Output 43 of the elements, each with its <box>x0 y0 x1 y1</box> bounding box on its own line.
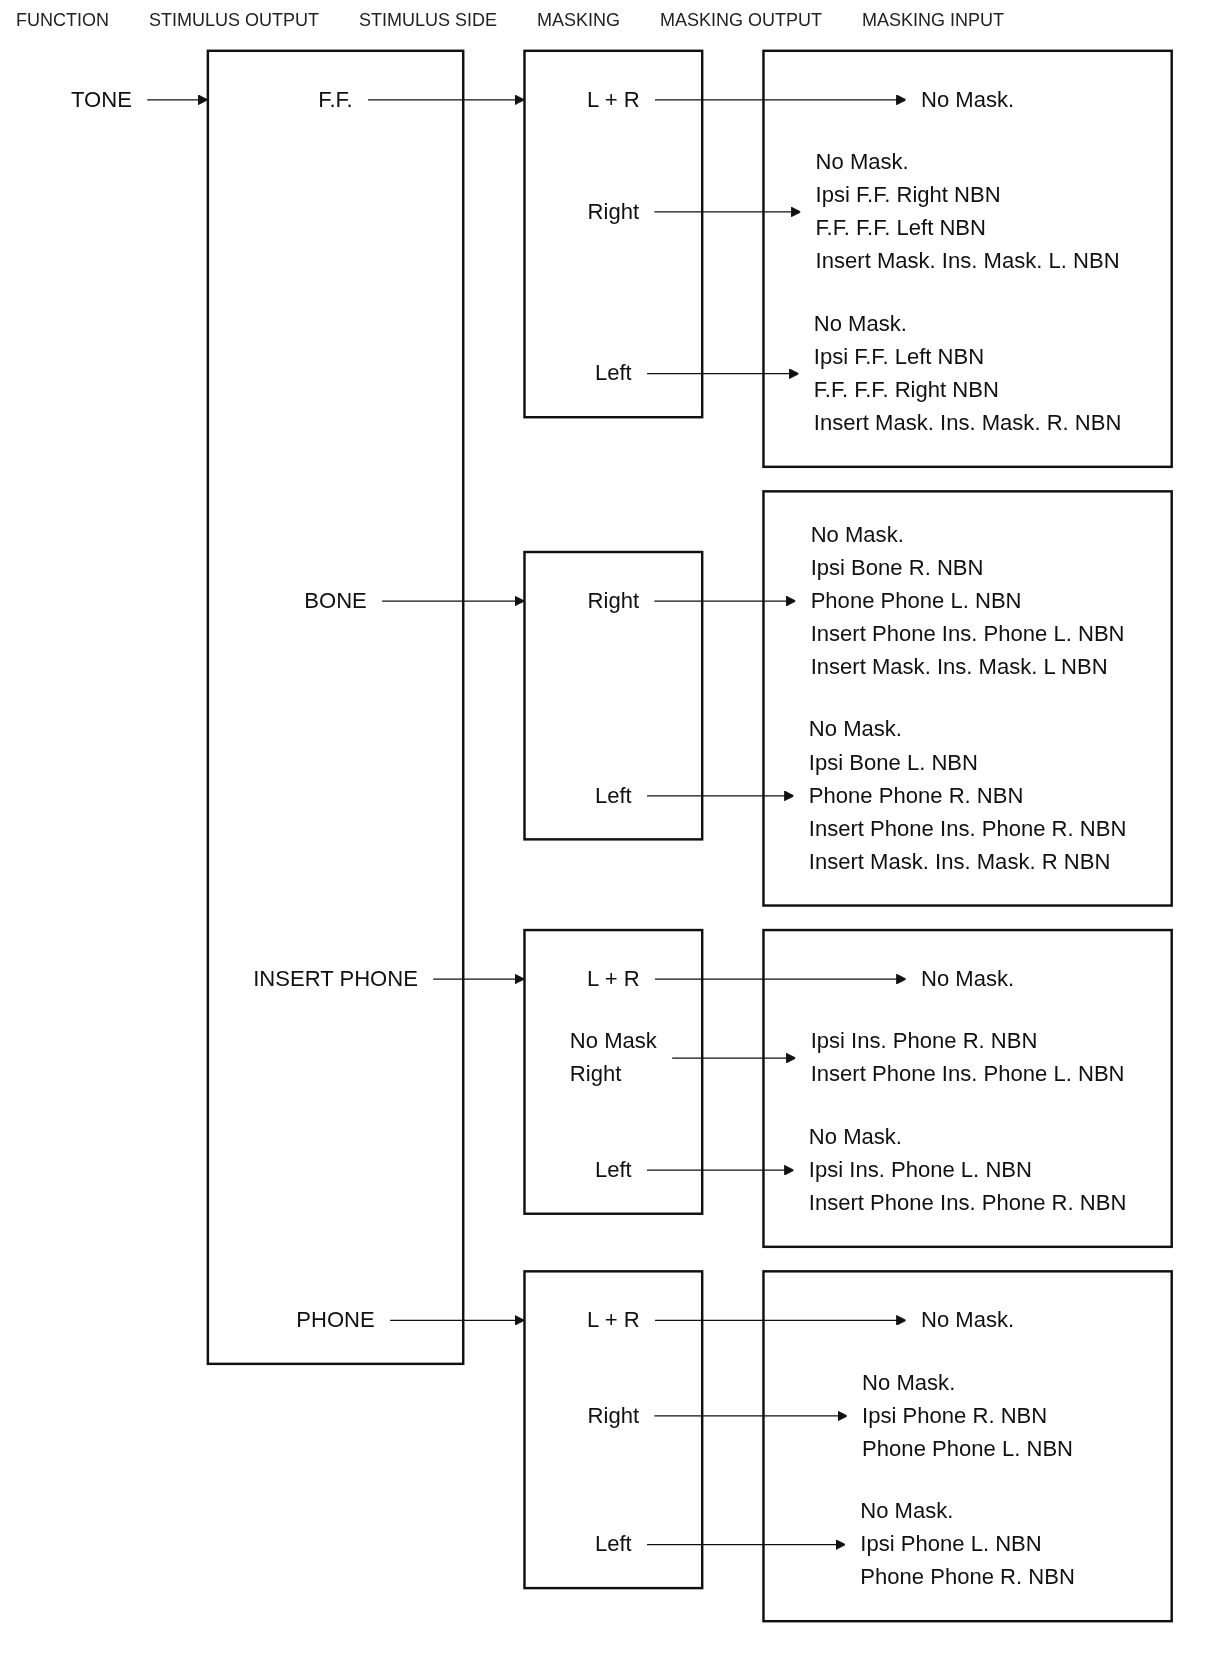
cluster <box>523 550 704 841</box>
cluster <box>762 928 1173 1249</box>
column-heading: STIMULUS OUTPUT <box>149 10 319 31</box>
cluster <box>523 928 704 1215</box>
node-text: Left <box>594 783 632 808</box>
node-text: Right <box>587 588 640 613</box>
column-heading: STIMULUS SIDE <box>359 10 498 31</box>
node-text: No Mask. <box>921 966 1015 991</box>
node-text: L + R <box>587 1307 640 1332</box>
node-text: No Mask Right <box>569 1028 657 1087</box>
node-text: No Mask. Ipsi Phone L. NBN Phone Phone R. NBN <box>860 1498 1075 1590</box>
cluster <box>762 1270 1173 1623</box>
column-heading: MASKING <box>537 10 621 31</box>
cluster <box>762 490 1173 907</box>
column-heading: FUNCTION <box>16 10 109 31</box>
node-text: No Mask. Ipsi Bone L. NBN Phone Phone R. NBN Insert Phone Ins. Phone R. NBN Insert Mask. Ins. Mask. R NBN <box>808 716 1127 874</box>
node-text: F.F. <box>318 86 353 112</box>
node-text: No Mask. <box>921 1307 1015 1332</box>
node-text: Left <box>594 1157 632 1182</box>
node-text: No Mask. Ipsi Ins. Phone L. NBN Insert Phone Ins. Phone R. NBN <box>808 1124 1127 1215</box>
cluster <box>762 49 1173 469</box>
node-text: No Mask. Ipsi Phone R. NBN Phone Phone L. NBN <box>862 1369 1074 1461</box>
column-heading: MASKING OUTPUT <box>660 10 823 31</box>
node-text: PHONE <box>296 1307 375 1332</box>
node-text: L + R <box>587 966 640 991</box>
arrow <box>653 1410 848 1422</box>
node-text: No Mask. <box>921 86 1015 112</box>
node-text: Left <box>594 360 632 386</box>
cluster <box>523 1270 704 1590</box>
column-heading: MASKING INPUT <box>862 10 1005 31</box>
node-text: Right <box>587 1403 640 1428</box>
node-text: INSERT PHONE <box>253 966 418 991</box>
node-text: No Mask. Ipsi Bone R. NBN Phone Phone L. NBN Insert Phone Ins. Phone L. NBN Insert Mask. Ins. Mask. L NBN <box>810 521 1125 679</box>
node-text: No Mask. Ipsi F.F. Left NBN F.F. F.F. Right NBN Insert Mask. Ins. Mask. R. NBN <box>813 311 1122 435</box>
node-text: No Mask. Ipsi F.F. Right NBN F.F. F.F. Left NBN Insert Mask. Ins. Mask. L. NBN <box>815 149 1120 274</box>
node-text: Right <box>587 199 640 224</box>
node-text: BONE <box>304 588 367 613</box>
node-text: Left <box>594 1531 632 1557</box>
cluster <box>523 49 704 419</box>
node-text: L + R <box>587 86 640 112</box>
node-text: Ipsi Ins. Phone R. NBN Insert Phone Ins. Phone L. NBN <box>810 1028 1125 1087</box>
node-text: TONE <box>71 86 132 112</box>
cluster <box>206 49 465 1366</box>
